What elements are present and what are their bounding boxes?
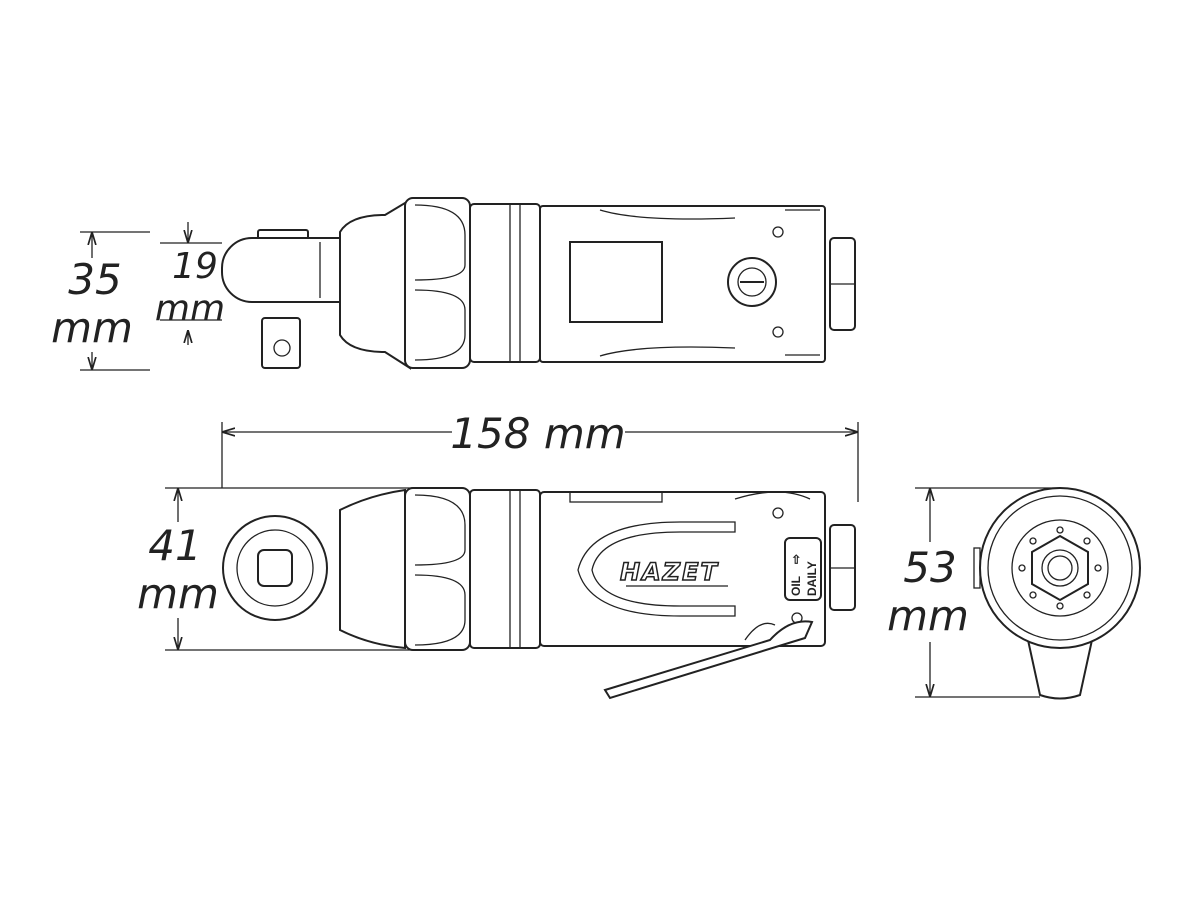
dimension-158mm: 158 mm <box>221 409 859 502</box>
dimension-unit: mm <box>137 569 219 618</box>
top-view <box>221 197 856 370</box>
dimension-41mm: 41 mm <box>137 487 435 651</box>
dimension-value: 35 <box>68 255 121 304</box>
dimension-value: 41 <box>148 521 201 570</box>
dimension-unit: mm <box>887 591 969 640</box>
dimension-label: 158 mm <box>450 409 625 458</box>
nut <box>404 197 471 369</box>
inlet-nut <box>1031 534 1089 602</box>
side-view: HAZET OIL ⇨ DAILY <box>222 487 856 700</box>
end-view <box>973 487 1141 700</box>
neck <box>339 198 411 370</box>
dimension-value: 53 <box>903 543 956 592</box>
dimension-value: 19 <box>172 246 218 287</box>
arrow-icon: ⇨ <box>789 554 803 564</box>
logo-swoosh <box>577 521 736 617</box>
dimension-19mm: 19 mm <box>155 222 225 345</box>
daily-text: DAILY <box>805 561 819 596</box>
lever-end <box>1026 639 1094 700</box>
square-drive <box>261 317 301 369</box>
nut <box>404 487 471 651</box>
motor-housing <box>539 491 826 647</box>
dimension-unit: mm <box>155 288 225 329</box>
trigger-lever <box>603 620 814 700</box>
oil-label <box>784 537 822 601</box>
dimension-unit: mm <box>51 303 133 352</box>
grip-plate <box>569 241 663 323</box>
oil-text: OIL <box>789 576 803 596</box>
dimension-35mm: 35 mm <box>51 231 150 371</box>
square-drive <box>257 549 293 587</box>
brand-logo: HAZET <box>620 558 719 586</box>
dimension-53mm: 53 mm <box>887 487 1060 698</box>
